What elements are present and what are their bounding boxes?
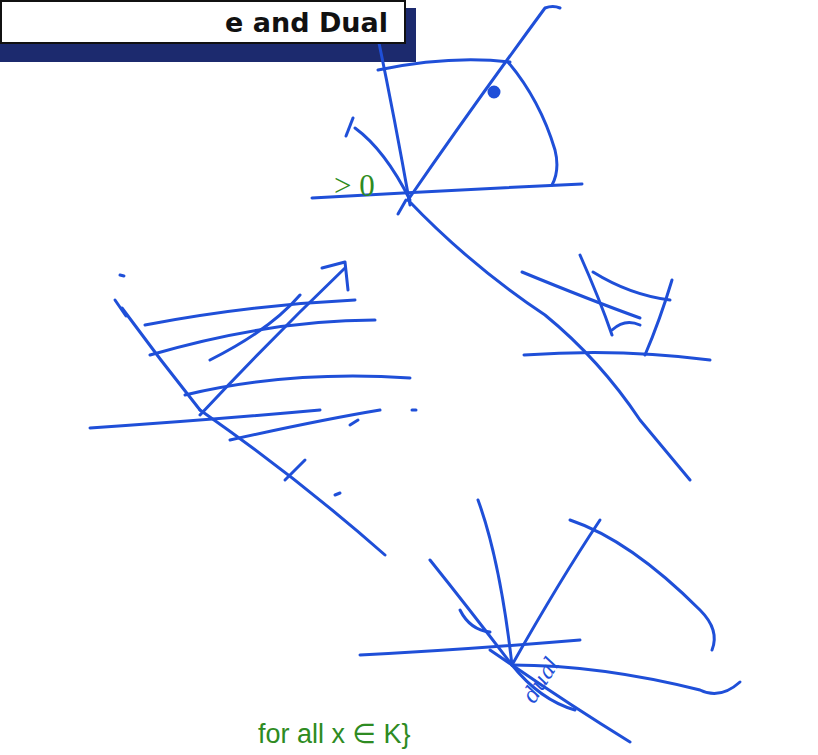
slide-title: e and Dual xyxy=(0,0,406,44)
hand-sketch xyxy=(90,7,740,743)
handwritten-note: dual xyxy=(517,653,564,707)
math-fragment: for all x ∈ K} xyxy=(258,718,411,750)
math-fragment: > 0 xyxy=(334,168,375,204)
